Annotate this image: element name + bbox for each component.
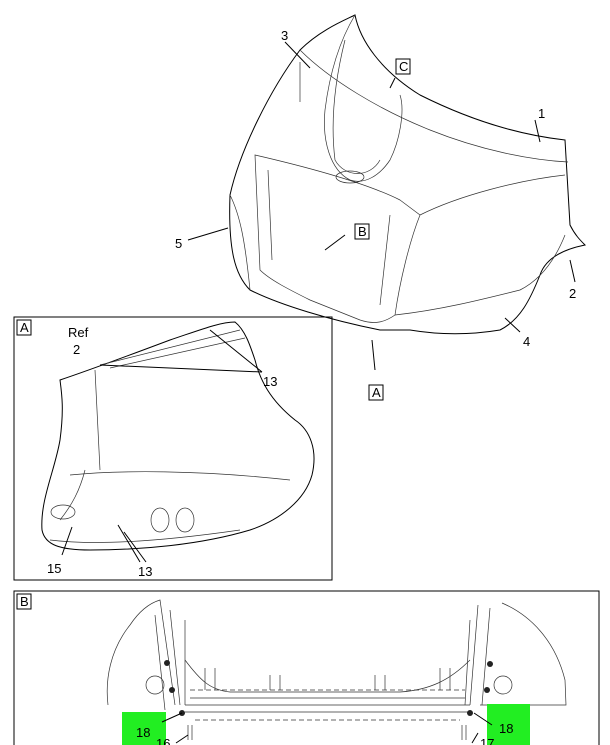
callout-5: 5	[175, 236, 182, 251]
inset-a-drawing	[41, 321, 315, 563]
inset-b-title: B	[20, 594, 29, 609]
ref-label: Ref	[68, 325, 89, 340]
inset-b-label-box	[16, 593, 32, 610]
highlight-18-right	[487, 704, 530, 745]
callout-3: 3	[281, 28, 288, 43]
callout-13-upper: 13	[263, 374, 277, 389]
hood-assembly-drawing	[187, 14, 587, 371]
callout-4: 4	[523, 334, 530, 349]
callout-13-lower: 13	[138, 564, 152, 579]
inset-a-title: A	[20, 320, 29, 335]
callout-15: 15	[47, 561, 61, 576]
view-ref-c-box	[395, 58, 411, 75]
ref-number: 2	[73, 342, 80, 357]
callout-17: 17	[480, 736, 494, 745]
callout-1: 1	[538, 106, 545, 121]
inset-b-frame	[13, 590, 600, 745]
inset-b-drawing	[106, 599, 567, 740]
callout-2: 2	[569, 286, 576, 301]
inset-a-label-box	[16, 319, 32, 336]
view-ref-b: B	[358, 224, 367, 239]
callout-16: 16	[156, 736, 170, 745]
view-ref-a-box	[368, 384, 384, 401]
callout-18-right: 18	[499, 721, 513, 736]
view-ref-a: A	[372, 385, 381, 400]
inset-a-frame	[13, 316, 333, 581]
highlight-18-left	[122, 712, 166, 745]
view-ref-c: C	[399, 59, 408, 74]
callout-18-left: 18	[136, 725, 150, 740]
view-ref-b-box	[354, 223, 370, 240]
